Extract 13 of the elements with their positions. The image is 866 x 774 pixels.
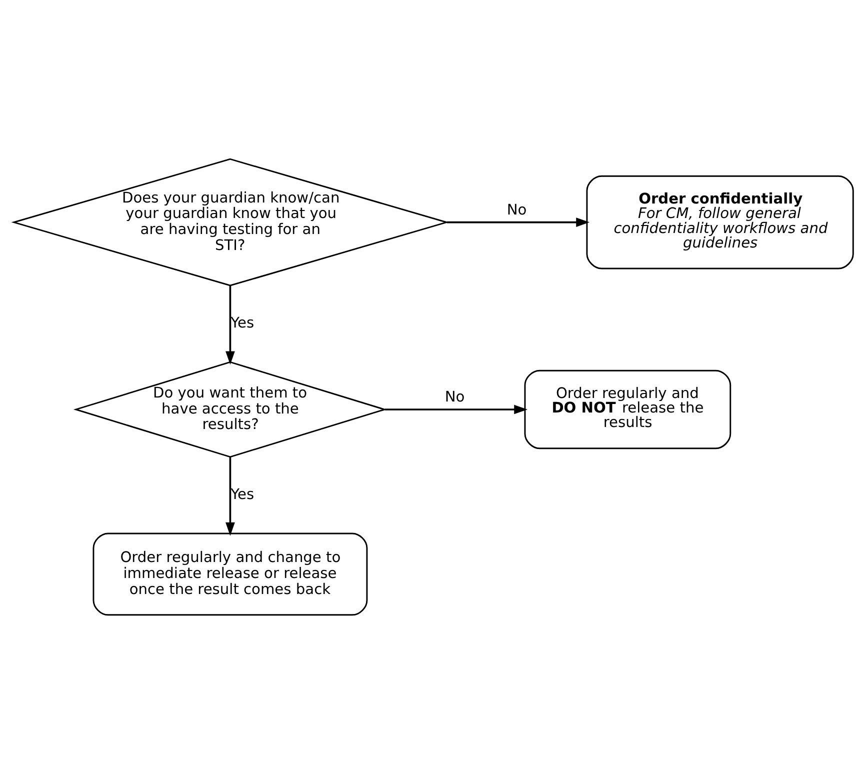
edge-label: No bbox=[506, 202, 526, 219]
arrow bbox=[446, 218, 589, 227]
node-diamond: Do you want them to have access to the results? bbox=[72, 361, 387, 458]
arrow bbox=[225, 286, 234, 365]
edge-label: Yes bbox=[230, 314, 254, 332]
node-box: Order confidentially For CM, follow general confidentiality workflows and guidelines bbox=[586, 175, 854, 270]
edge-label: No bbox=[444, 388, 464, 406]
node-box: Order regularly and DO NOT release the results bbox=[524, 370, 731, 450]
edge-label: Yes bbox=[230, 486, 254, 503]
node-box: Order regularly and change to immediate release or release once the result comes back bbox=[92, 532, 368, 616]
arrow bbox=[225, 457, 234, 536]
arrow bbox=[384, 404, 528, 414]
node-diamond: Does your guardian know/can your guardian know that you are having testing for an STI? bbox=[10, 158, 449, 286]
